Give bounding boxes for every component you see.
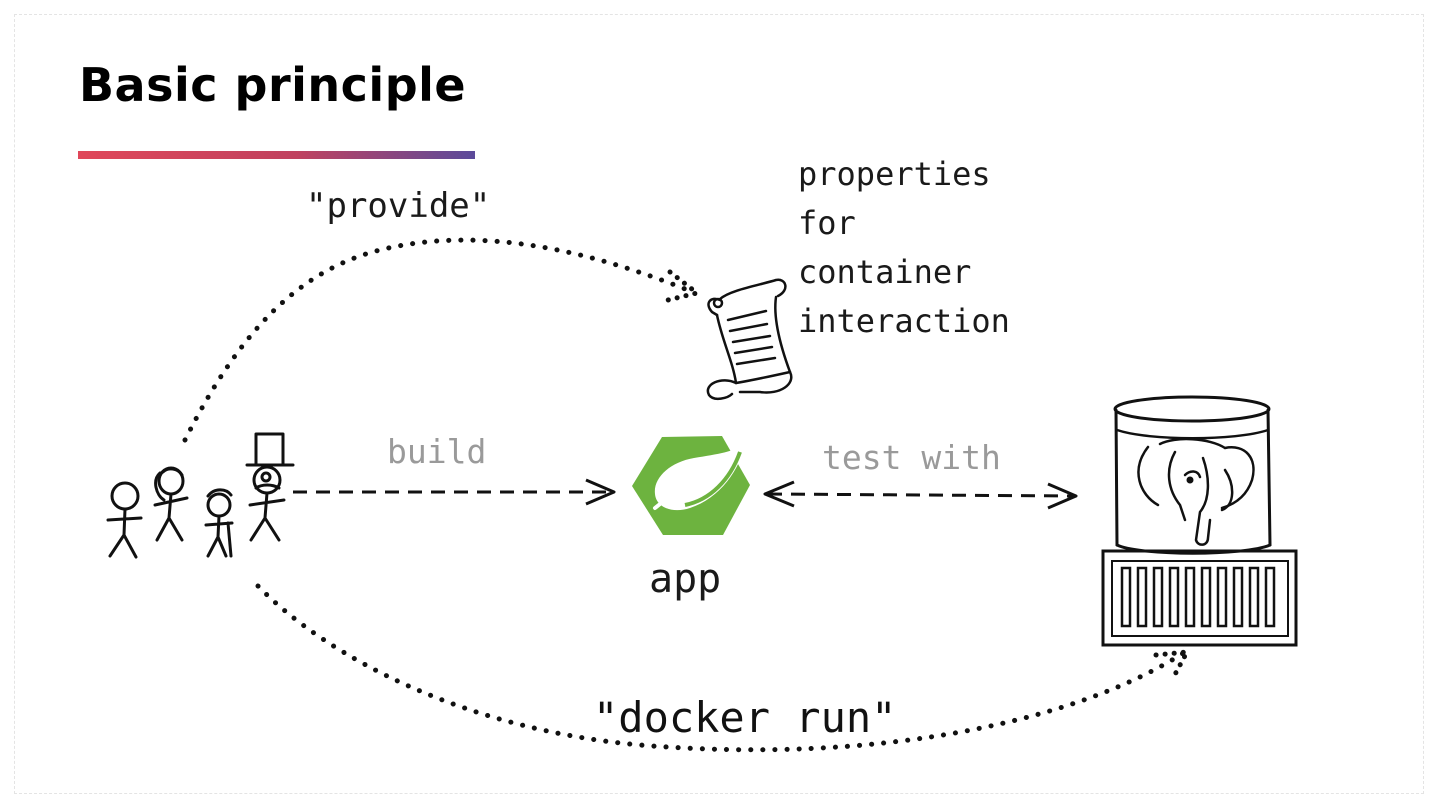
scroll-document-icon: [706, 278, 793, 401]
build-arrow: [293, 478, 616, 506]
properties-note: properties for container interaction: [798, 150, 1010, 346]
properties-line: for: [798, 204, 856, 242]
stick-figures-icon: [106, 432, 295, 559]
spring-leaf-icon: [632, 436, 750, 535]
provide-arrow: [182, 237, 703, 443]
build-label: build: [387, 432, 487, 471]
properties-line: properties: [798, 155, 991, 193]
docker-run-arrow: [255, 583, 1192, 753]
docker-run-label: "docker run": [593, 693, 897, 742]
slide-title: Basic principle: [79, 58, 467, 112]
properties-line: container: [798, 253, 972, 291]
properties-line: interaction: [798, 302, 1010, 340]
slide-frame: [14, 14, 1424, 794]
title-underline: [78, 151, 475, 159]
test-with-label: test with: [822, 438, 1001, 477]
shipping-container-icon: [1101, 549, 1298, 647]
postgres-elephant-database-icon: [1113, 395, 1272, 555]
provide-label: "provide": [306, 186, 491, 226]
app-label: app: [649, 556, 722, 602]
test-with-arrow: [763, 480, 1078, 510]
